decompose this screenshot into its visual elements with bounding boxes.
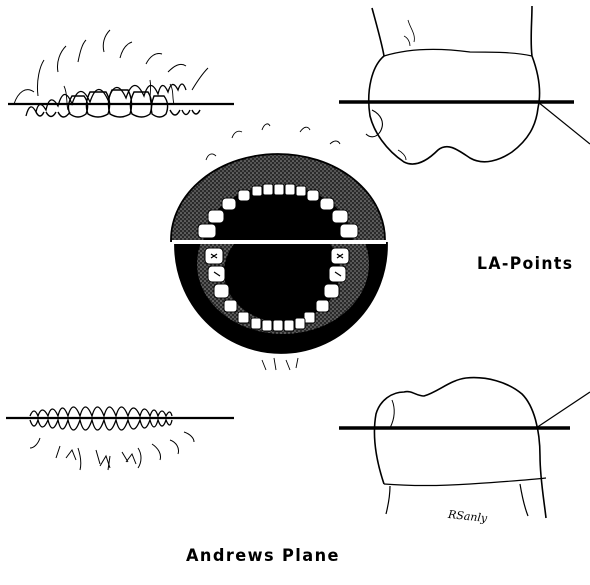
la-points-label: LA-Points (477, 254, 573, 274)
la-point-pointer-lower (536, 392, 590, 428)
la-point-pointer-upper (538, 102, 590, 144)
lower-arch-front-view (30, 407, 194, 470)
upper-molar-crown (366, 6, 540, 164)
andrews-plane-caption: Andrews Plane (186, 546, 340, 566)
lower-molar-crown (374, 378, 546, 518)
occlusal-arch-view (171, 124, 387, 370)
